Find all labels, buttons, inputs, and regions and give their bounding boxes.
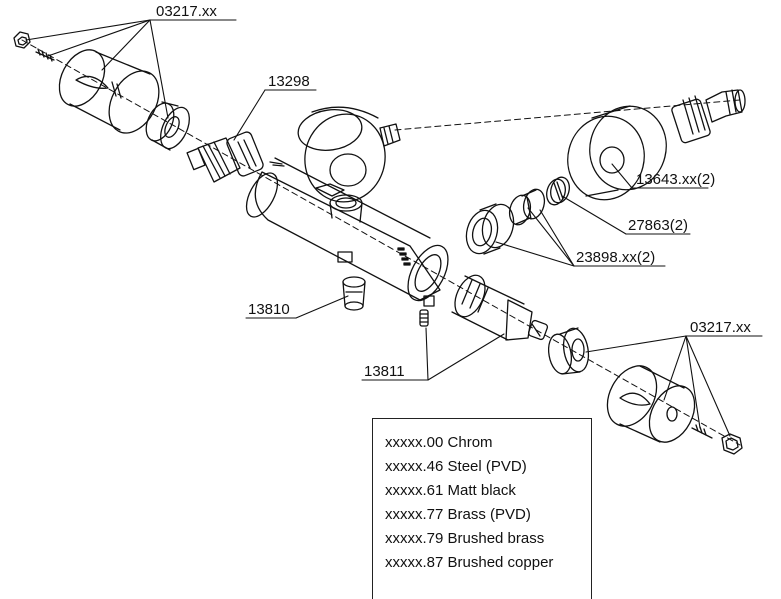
leader-lines — [25, 19, 763, 437]
rosette-bottom-right — [547, 327, 590, 375]
label-wall-flange: 13643.xx(2) — [636, 171, 716, 188]
label-filter: 27863(2) — [628, 217, 689, 234]
label-thermo-cartridge: 13811 — [364, 363, 405, 380]
finish-row: xxxxx.46 Steel (PVD) — [385, 458, 527, 475]
label-end-cap-bottom: 03217.xx — [690, 319, 751, 336]
elbow-connector — [671, 89, 746, 144]
label-cartridge-small: 13298 — [268, 73, 310, 90]
wall-flange-rear — [297, 106, 401, 203]
filter-screen — [546, 176, 570, 206]
wall-flange-right — [567, 105, 667, 201]
end-cap-top-left — [13, 31, 31, 49]
finish-row: xxxxx.77 Brass (PVD) — [385, 506, 531, 523]
finish-legend-box: xxxxx.00 Chrom xxxxx.46 Steel (PVD) xxxx… — [372, 418, 592, 599]
end-cap-bottom-right — [721, 433, 743, 455]
screw-top-left — [35, 48, 55, 62]
finish-row: xxxxx.61 Matt black — [385, 482, 516, 499]
finish-row: xxxxx.87 Brushed copper — [385, 554, 554, 571]
assembly-axis-lines — [21, 39, 741, 446]
label-nut-set: 23898.xx(2) — [576, 249, 656, 266]
finish-row: xxxxx.79 Brushed brass — [385, 530, 545, 547]
check-valve-insert — [508, 188, 546, 226]
check-valve-13810 — [342, 276, 366, 311]
cartridge-small — [186, 131, 264, 183]
handle-top-left — [58, 49, 160, 134]
thermo-cartridge — [451, 274, 549, 341]
label-end-cap-top: 03217.xx — [156, 3, 217, 20]
label-check-valve: 13810 — [248, 301, 290, 318]
grub-screw — [419, 309, 429, 327]
finish-row: xxxxx.00 Chrom — [385, 434, 493, 451]
handle-bottom-right — [606, 365, 696, 443]
mixer-body — [245, 157, 449, 307]
union-nut — [465, 203, 515, 255]
screw-bottom-right — [691, 424, 713, 439]
rosette-top-left — [145, 101, 190, 151]
